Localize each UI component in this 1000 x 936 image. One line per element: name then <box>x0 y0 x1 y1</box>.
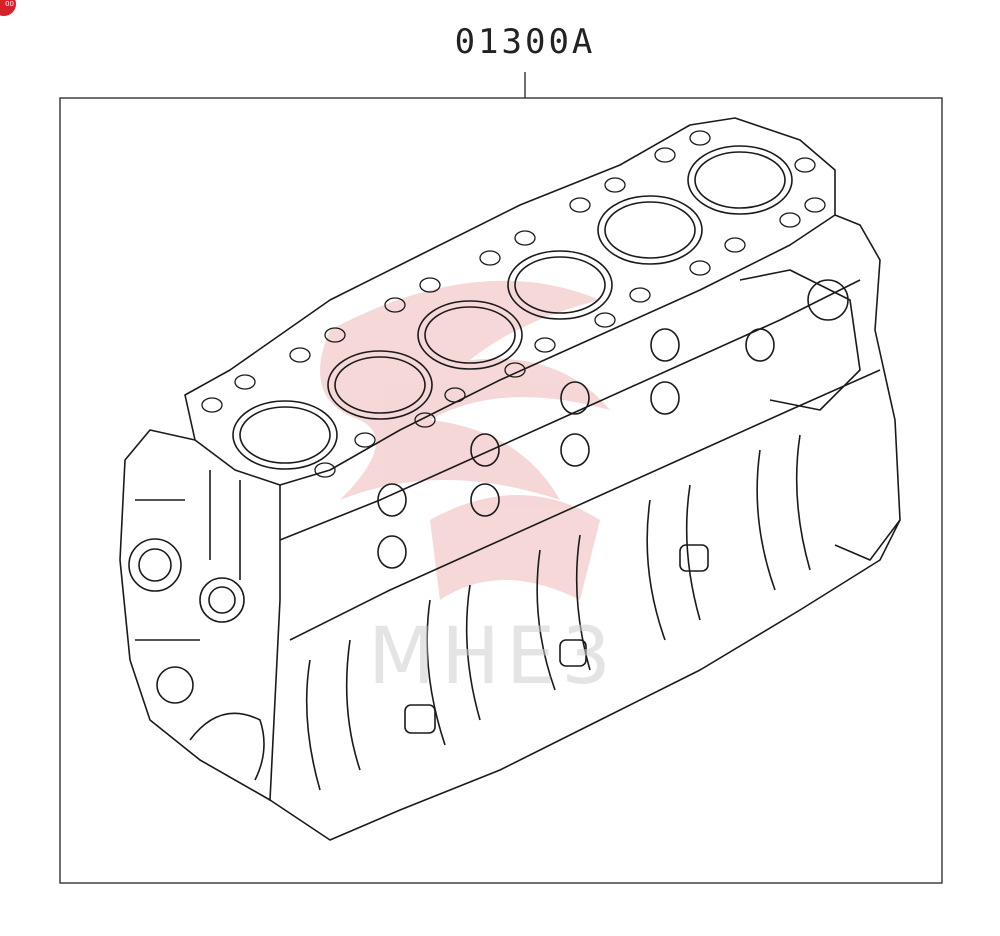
watermark-logo <box>320 280 610 600</box>
cylinder-bore-3 <box>417 300 523 370</box>
cylinder-bore-6-inner <box>694 151 786 209</box>
bearing-cap-1 <box>404 704 436 734</box>
block-rear-face <box>834 214 901 561</box>
cylinder-bore-4-inner <box>514 256 606 314</box>
bearing-web-2 <box>426 584 481 746</box>
diagram-frame <box>59 97 943 884</box>
front-port-1-inner <box>208 586 236 614</box>
block-bottom-rail <box>269 519 901 841</box>
cylinder-bore-3-inner <box>424 306 516 364</box>
rear-port <box>807 279 849 321</box>
front-web <box>135 470 241 641</box>
bearing-cap-2 <box>559 639 587 667</box>
side-port-8 <box>650 381 680 415</box>
cylinder-bore-2 <box>327 350 433 420</box>
side-port-1 <box>377 483 407 517</box>
part-number-label: 01300A <box>454 22 596 62</box>
front-port-1 <box>199 577 245 623</box>
front-seal-inner <box>138 548 172 582</box>
watermark-logo-text: MHE3 <box>368 612 617 702</box>
deck-holes <box>201 130 826 478</box>
rear-housing <box>739 269 861 411</box>
cylinder-bore-6 <box>687 145 793 215</box>
bearing-web-5 <box>756 434 811 591</box>
front-port-2 <box>156 666 194 704</box>
cylinder-bore-4 <box>507 250 613 320</box>
side-port-6 <box>560 433 590 467</box>
cylinder-bore-1 <box>232 400 338 470</box>
side-port-4 <box>470 483 500 517</box>
bearing-cap-3 <box>679 544 709 572</box>
cylinder-bore-2-inner <box>334 356 426 414</box>
corner-badge: 00 <box>0 0 16 16</box>
side-port-5 <box>560 381 590 415</box>
front-seal-outer <box>128 538 182 592</box>
side-skirt-upper <box>279 279 861 541</box>
side-port-2 <box>377 535 407 569</box>
front-crank-arch <box>189 712 265 781</box>
bearing-web-4 <box>646 484 701 641</box>
cylinder-bore-1-inner <box>239 406 331 464</box>
side-port-9 <box>745 328 775 362</box>
cylinder-bore-5 <box>597 195 703 265</box>
side-port-7 <box>650 328 680 362</box>
side-skirt-lower <box>289 369 881 641</box>
side-port-3 <box>470 433 500 467</box>
block-front-face <box>119 429 281 801</box>
cylinder-bore-5-inner <box>604 201 696 259</box>
bearing-web-1 <box>305 639 361 791</box>
engine-block <box>119 117 901 841</box>
